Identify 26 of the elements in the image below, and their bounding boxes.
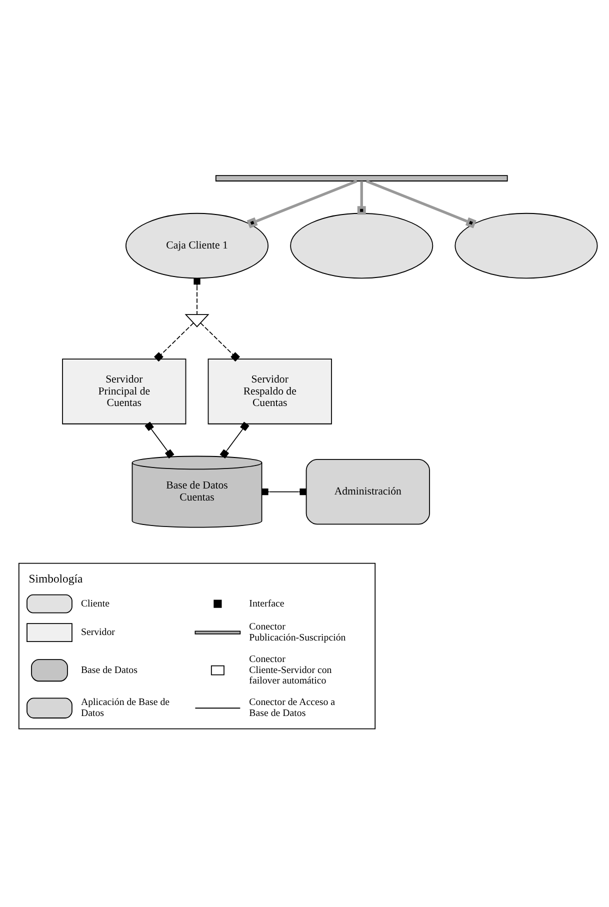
node-box: Administración (306, 458, 430, 524)
connector (194, 278, 200, 314)
node-bar (215, 174, 508, 181)
node-ellipse (454, 212, 598, 278)
legend-label: Servidor (80, 626, 115, 638)
connector (220, 421, 250, 458)
node-box: Servidor Respaldo de Cuentas (208, 358, 332, 424)
connector (357, 180, 366, 214)
legend-label: Base de Datos (80, 664, 138, 676)
connector (246, 179, 358, 228)
connector (154, 322, 194, 362)
connector (262, 488, 306, 495)
node-ellipse: Caja Cliente 1 (126, 212, 269, 278)
legend-label: Conector Cliente-Servidor con failover automático (249, 654, 332, 686)
node-box: Servidor Principal de Cuentas (62, 358, 186, 424)
legend-label: Conector de Acceso a Base de Datos (249, 696, 336, 719)
node-triangle (184, 314, 210, 327)
connector (200, 322, 240, 362)
connector (144, 421, 174, 458)
legend-label: Interface (249, 598, 284, 609)
legend-label: Conector Publicación-Suscripción (249, 621, 346, 643)
label: Simbología (28, 572, 83, 586)
legend-label: Aplicación de Base de Datos (80, 696, 170, 719)
legend-label: Cliente (80, 598, 110, 609)
connector (366, 179, 476, 228)
node-ellipse (290, 212, 434, 278)
